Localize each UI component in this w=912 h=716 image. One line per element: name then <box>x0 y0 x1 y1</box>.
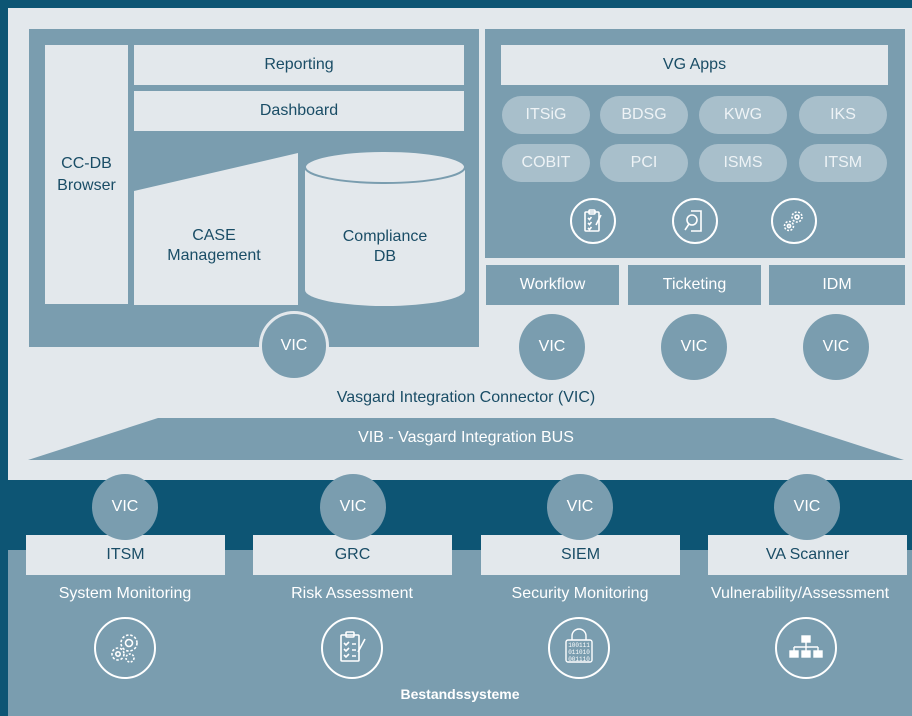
binary-text-line: 011010 <box>568 649 590 656</box>
vic-ticketing: VIC <box>661 314 727 380</box>
cc-db-browser: CC-DB Browser <box>45 45 128 304</box>
pill-label: IKS <box>830 106 856 123</box>
pill-isms: ISMS <box>699 144 787 182</box>
vic-siem: VIC <box>547 474 613 540</box>
gears-icon <box>771 198 817 244</box>
ticketing-label: Ticketing <box>662 276 727 293</box>
caption-security-monitoring: Security Monitoring <box>511 585 649 602</box>
binary-text-line: 001110 <box>568 656 590 663</box>
caption-system-monitoring: System Monitoring <box>58 585 192 602</box>
binary-lock-icon: 100111 011010 001110 <box>548 617 610 679</box>
pill-itsig: ITSiG <box>502 96 590 134</box>
vic-label: VIC <box>680 338 708 355</box>
gears-icon <box>94 617 156 679</box>
workflow-label: Workflow <box>519 276 586 293</box>
case-management-shape <box>134 153 298 305</box>
pill-label: BDSG <box>621 106 667 123</box>
bestandssysteme-label: Bestandssysteme <box>400 686 520 702</box>
vic-va-scanner: VIC <box>774 474 840 540</box>
vic-idm: VIC <box>803 314 869 380</box>
vic-label: VIC <box>111 498 139 515</box>
pill-pci: PCI <box>600 144 688 182</box>
pill-label: COBIT <box>521 154 571 171</box>
bestandssysteme-area <box>8 550 912 716</box>
checklist-icon <box>321 617 383 679</box>
ticketing-bar: Ticketing <box>628 265 761 305</box>
vic-left-panel: VIC <box>259 311 329 381</box>
reporting-label: Reporting <box>264 56 334 73</box>
pill-cobit: COBIT <box>502 144 590 182</box>
binary-text-line: 100111 <box>568 642 590 649</box>
vic-label: VIC <box>339 498 367 515</box>
idm-label: IDM <box>822 276 852 293</box>
connector-label: Vasgard Integration Connector (VIC) <box>336 389 596 406</box>
dashboard-label: Dashboard <box>259 102 339 119</box>
workflow-bar: Workflow <box>486 265 619 305</box>
vic-label: VIC <box>538 338 566 355</box>
vg-apps-title-bar: VG Apps <box>501 45 888 85</box>
checklist-icon <box>570 198 616 244</box>
pill-bdsg: BDSG <box>600 96 688 134</box>
pill-kwg: KWG <box>699 96 787 134</box>
pill-label: ITSiG <box>525 106 567 123</box>
network-hierarchy-icon <box>775 617 837 679</box>
vic-label: VIC <box>793 498 821 515</box>
search-document-icon <box>672 198 718 244</box>
system-siem-bar: SIEM <box>481 535 680 575</box>
system-label: ITSM <box>106 546 145 563</box>
compliance-db-label: Compliance DB <box>342 228 428 265</box>
vic-label: VIC <box>566 498 594 515</box>
system-label: VA Scanner <box>765 546 850 563</box>
pill-label: ITSM <box>823 154 863 171</box>
vic-label: VIC <box>280 337 308 354</box>
vic-grc: VIC <box>320 474 386 540</box>
compliance-db-cylinder <box>304 150 466 306</box>
case-management-label: CASE Management <box>167 227 261 264</box>
integration-bus <box>28 418 904 460</box>
vic-itsm: VIC <box>92 474 158 540</box>
idm-bar: IDM <box>769 265 905 305</box>
vic-label: VIC <box>822 338 850 355</box>
cc-db-browser-label: CC-DB Browser <box>57 154 116 194</box>
dashboard-bar: Dashboard <box>134 91 464 131</box>
vg-apps-title: VG Apps <box>662 56 727 73</box>
system-grc-bar: GRC <box>253 535 452 575</box>
system-label: SIEM <box>560 546 601 563</box>
bus-label: VIB - Vasgard Integration BUS <box>358 429 574 446</box>
vic-workflow: VIC <box>519 314 585 380</box>
caption-vulnerability-assessment: Vulnerability/Assessment <box>710 585 890 602</box>
system-itsm-bar: ITSM <box>26 535 225 575</box>
system-va-scanner-bar: VA Scanner <box>708 535 907 575</box>
caption-risk-assessment: Risk Assessment <box>291 585 413 602</box>
pill-label: PCI <box>630 154 658 171</box>
system-label: GRC <box>334 546 371 563</box>
pill-label: KWG <box>723 106 763 123</box>
reporting-bar: Reporting <box>134 45 464 85</box>
pill-label: ISMS <box>723 154 763 171</box>
pill-itsm: ITSM <box>799 144 887 182</box>
pill-iks: IKS <box>799 96 887 134</box>
